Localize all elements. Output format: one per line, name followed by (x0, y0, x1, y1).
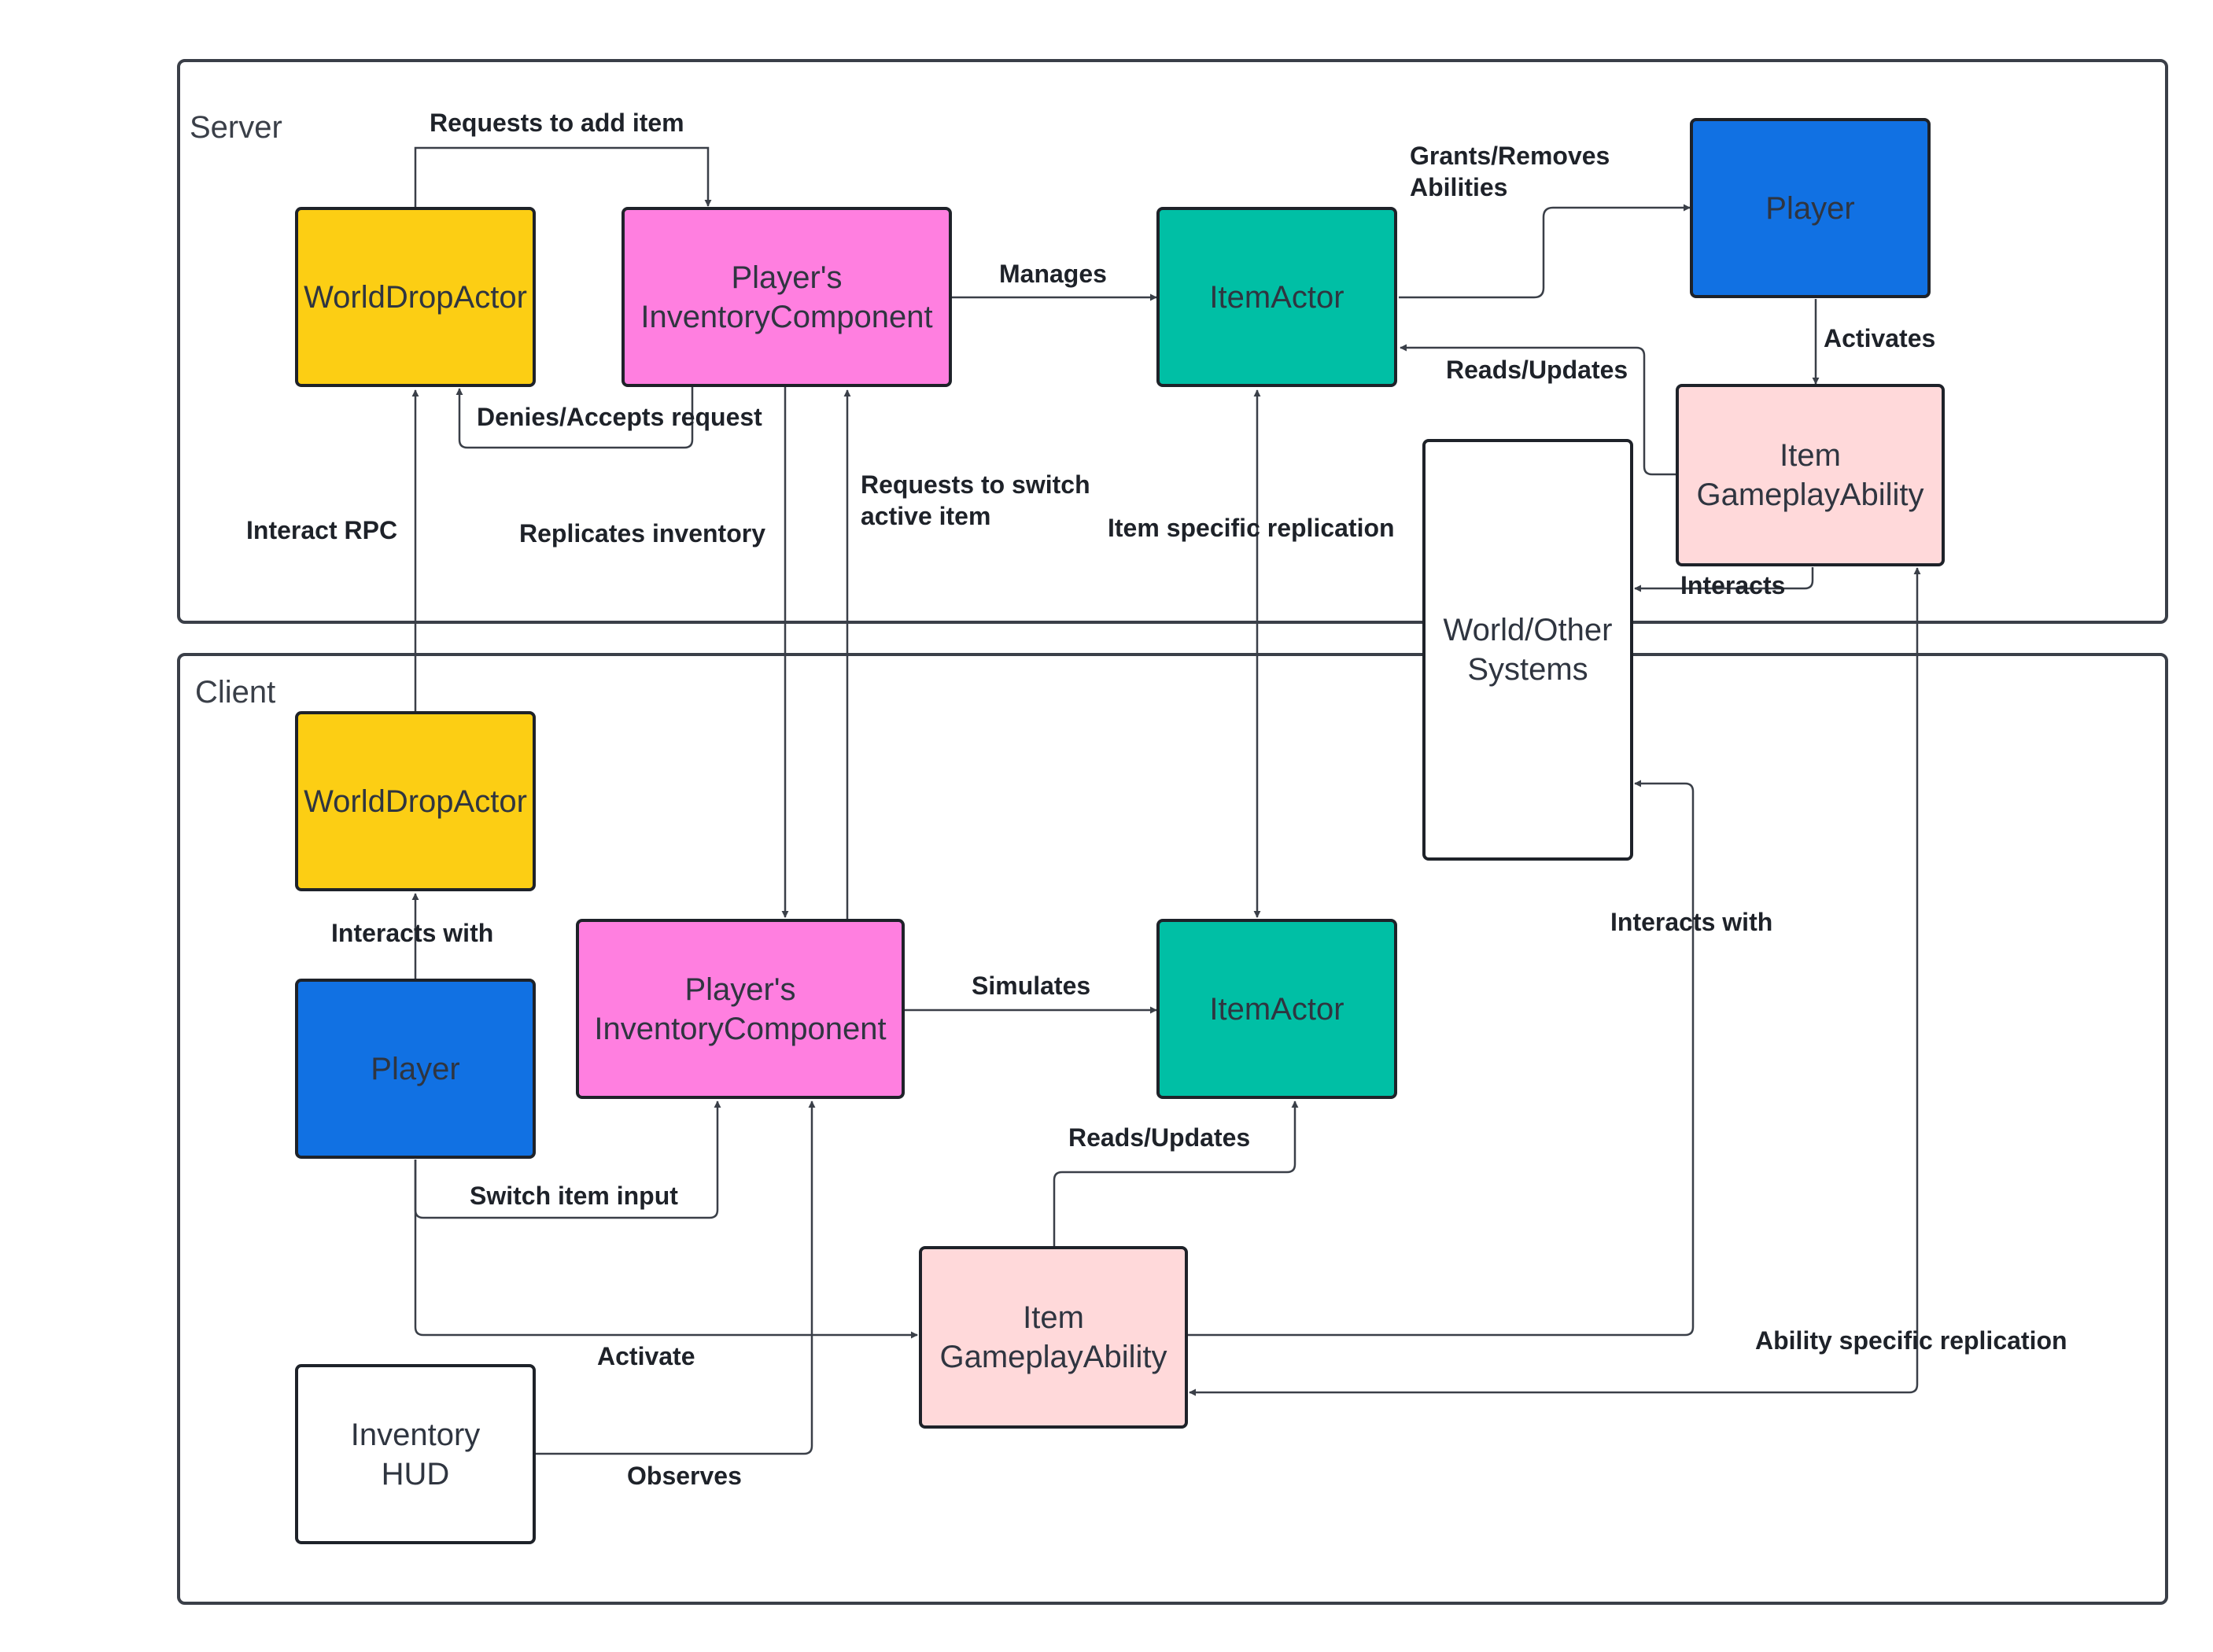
label-interacts: Interacts (1680, 571, 1786, 599)
label-interacts-with-left: Interacts with (331, 919, 494, 947)
edge-reads-updates-server (1400, 344, 1681, 476)
edge-grants-removes (1399, 204, 1691, 299)
label-item-specific-replication: Item specific replication (1108, 514, 1395, 542)
label-manages: Manages (999, 260, 1107, 288)
edge-requests-add-item (414, 146, 712, 207)
label-interacts-with-right: Interacts with (1610, 908, 1773, 936)
client-inventorycomponent-node: Player's InventoryComponent (576, 919, 905, 1099)
label-activates: Activates (1824, 324, 1936, 352)
edge-ability-specific-replication (1189, 567, 1921, 1396)
server-region-label: Server (190, 110, 282, 145)
server-player-node: Player (1690, 118, 1931, 298)
label-replicates-inventory: Replicates inventory (519, 519, 765, 548)
client-region-label: Client (195, 675, 276, 710)
edge-observes (534, 1101, 816, 1455)
label-interact-rpc: Interact RPC (246, 516, 398, 544)
client-itemactor-node: ItemActor (1156, 919, 1397, 1099)
label-simulates: Simulates (972, 972, 1091, 1000)
label-reads-updates-server: Reads/Updates (1446, 356, 1628, 384)
client-gameplayability-node: Item GameplayAbility (919, 1246, 1188, 1429)
label-ability-specific-replication: Ability specific replication (1755, 1326, 2067, 1355)
server-itemactor-node: ItemActor (1156, 207, 1397, 387)
label-activate: Activate (597, 1342, 695, 1370)
client-region (177, 653, 2168, 1605)
label-requests-switch: Requests to switch active item (861, 470, 1090, 530)
label-requests-add-item: Requests to add item (430, 109, 684, 137)
edge-activate (414, 1160, 918, 1339)
label-reads-updates-client: Reads/Updates (1068, 1123, 1251, 1152)
server-region (177, 59, 2168, 624)
client-worlddropactor-node: WorldDropActor (295, 711, 536, 891)
edge-denies-accepts (456, 387, 694, 449)
world-other-systems-node: World/Other Systems (1422, 439, 1633, 861)
inventory-hud-node: Inventory HUD (295, 1364, 536, 1544)
label-denies-accepts: Denies/Accepts request (477, 403, 762, 431)
label-observes: Observes (627, 1462, 742, 1490)
server-worlddropactor-node: WorldDropActor (295, 207, 536, 387)
client-player-node: Player (295, 979, 536, 1159)
server-inventorycomponent-node: Player's InventoryComponent (621, 207, 952, 387)
label-switch-item-input: Switch item input (470, 1182, 678, 1210)
label-grants-removes: Grants/Removes Abilities (1410, 142, 1610, 201)
server-gameplayability-node: Item GameplayAbility (1676, 384, 1945, 566)
